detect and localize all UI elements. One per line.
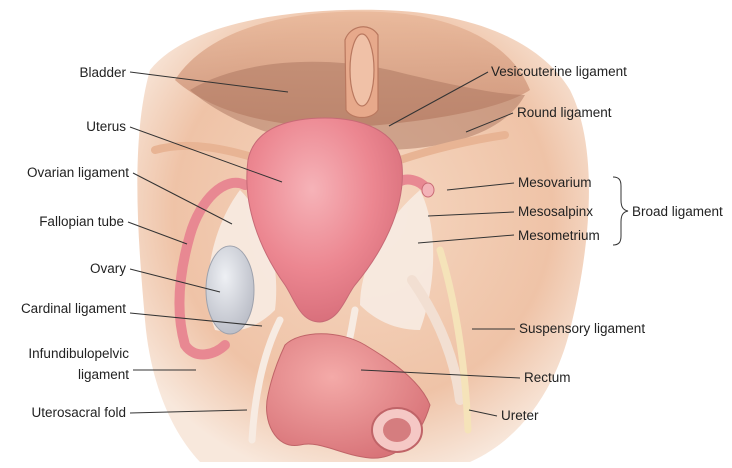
label-cardinal-ligament: Cardinal ligament (21, 301, 126, 316)
label-ovarian-ligament: Ovarian ligament (27, 165, 129, 180)
label-suspensory-ligament: Suspensory ligament (519, 321, 645, 336)
label-uterosacral-fold: Uterosacral fold (31, 405, 126, 420)
label-mesometrium: Mesometrium (518, 228, 600, 243)
label-uterus: Uterus (86, 119, 126, 134)
label-round-ligament: Round ligament (517, 105, 612, 120)
label-infundibulopelvic-line2: ligament (78, 367, 129, 382)
label-fallopian-tube: Fallopian tube (39, 214, 124, 229)
label-infundibulopelvic-line1: Infundibulopelvic (28, 346, 129, 361)
label-bladder: Bladder (79, 65, 126, 80)
label-vesicouterine-ligament: Vesicouterine ligament (491, 64, 627, 79)
label-rectum: Rectum (524, 370, 571, 385)
rectum-lumen (383, 418, 411, 442)
label-broad-ligament: Broad ligament (632, 204, 723, 219)
bladder-tube-opening (350, 34, 374, 106)
right-tube-end (422, 183, 434, 197)
broad-ligament-bracket (613, 177, 628, 245)
label-ovary: Ovary (90, 261, 126, 276)
label-mesosalpinx: Mesosalpinx (518, 204, 593, 219)
label-ureter: Ureter (501, 408, 539, 423)
label-mesovarium: Mesovarium (518, 175, 592, 190)
